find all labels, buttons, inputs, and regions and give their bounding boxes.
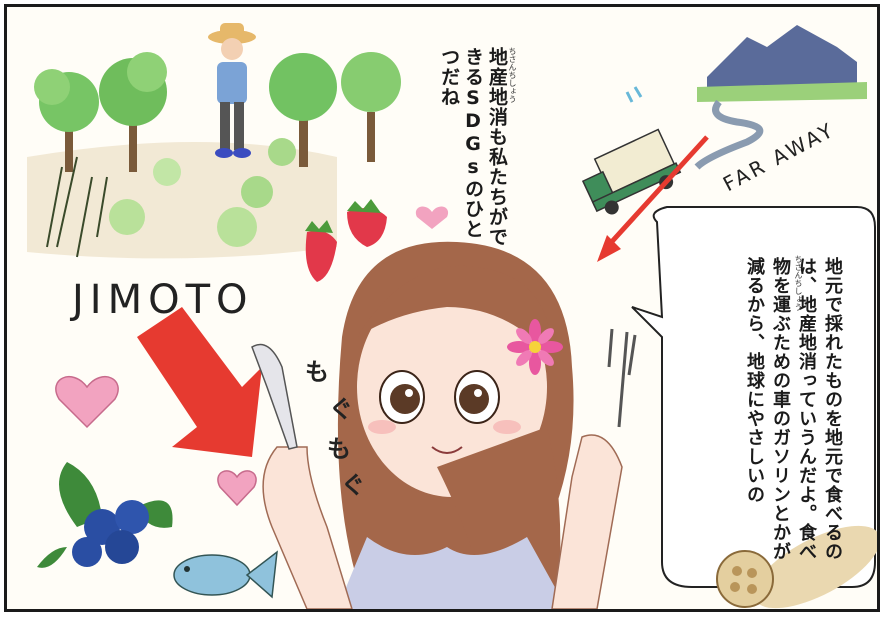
fish xyxy=(173,550,278,599)
sfx-char-2: ぐ xyxy=(329,395,353,423)
farmer xyxy=(208,23,256,158)
sfx-char-4: ぐ xyxy=(341,471,365,499)
speech-bubble-text: 地元で採れたものを地元で食べるのは、地産地消っていうんだよ。食べ物を運ぶための車… xyxy=(744,257,843,561)
hearts xyxy=(55,206,449,507)
sfx-char-3: も xyxy=(327,435,351,463)
speech-bubble-furigana: ちさんちしょう xyxy=(794,255,803,311)
sfx-char-1: も xyxy=(305,358,329,386)
caption-furigana: ちさんちしょう xyxy=(508,47,517,103)
jimoto-arrow xyxy=(137,307,262,457)
mountain-landscape xyxy=(625,25,867,170)
far-away-arrow xyxy=(597,135,709,262)
trees xyxy=(34,52,401,172)
hair-flower xyxy=(507,319,563,375)
blueberries xyxy=(37,462,173,568)
strawberries xyxy=(305,199,387,282)
lotus-root xyxy=(716,525,877,609)
field xyxy=(27,142,337,259)
illustration xyxy=(27,23,877,609)
caption-text: 地産地消も私たちができるSDGsのひとつだね xyxy=(438,47,508,247)
manga-panel: 地産地消も私たちができるSDGsのひとつだね ちさんちしょう JIMOTO FA… xyxy=(4,4,880,612)
vegetables xyxy=(46,138,296,258)
girl xyxy=(251,241,637,609)
jimoto-label: JIMOTO xyxy=(72,277,254,323)
speech-bubble-shape xyxy=(631,206,876,588)
